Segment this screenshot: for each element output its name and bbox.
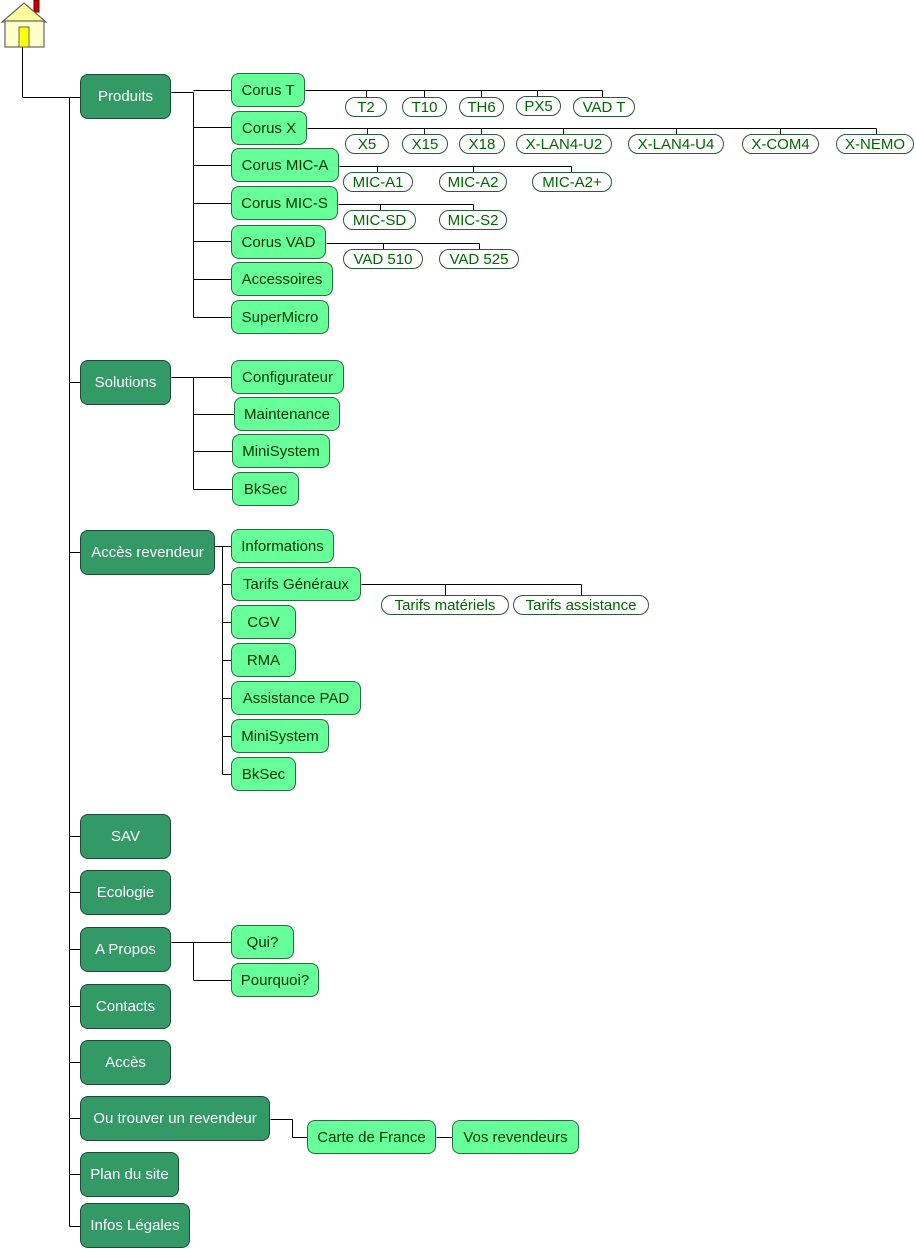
node-configurateur[interactable]: Configurateur bbox=[231, 360, 344, 394]
leaf-x-com4[interactable]: X-COM4 bbox=[742, 134, 819, 154]
leaf-x5[interactable]: X5 bbox=[345, 134, 389, 154]
node-ou-trouver-revendeur[interactable]: Ou trouver un revendeur bbox=[80, 1096, 270, 1141]
node-corus-x[interactable]: Corus X bbox=[231, 111, 307, 145]
node-ecologie[interactable]: Ecologie bbox=[80, 870, 171, 915]
leaf-x18[interactable]: X18 bbox=[459, 134, 505, 154]
leaf-mic-a2[interactable]: MIC-A2 bbox=[439, 172, 507, 192]
node-informations[interactable]: Informations bbox=[231, 529, 334, 563]
house-icon[interactable] bbox=[0, 0, 50, 50]
node-minisystem-revendeur[interactable]: MiniSystem bbox=[231, 719, 329, 753]
leaf-x-lan4-u4[interactable]: X-LAN4-U4 bbox=[628, 134, 724, 154]
node-minisystem-solutions[interactable]: MiniSystem bbox=[232, 434, 330, 468]
node-plan-du-site[interactable]: Plan du site bbox=[80, 1152, 179, 1197]
leaf-x-lan4-u2[interactable]: X-LAN4-U2 bbox=[516, 134, 612, 154]
leaf-mic-s2[interactable]: MIC-S2 bbox=[439, 210, 507, 230]
node-acces[interactable]: Accès bbox=[80, 1040, 171, 1085]
node-corus-mic-s[interactable]: Corus MIC-S bbox=[231, 186, 338, 220]
leaf-mic-a2-plus[interactable]: MIC-A2+ bbox=[532, 172, 612, 192]
leaf-x15[interactable]: X15 bbox=[402, 134, 448, 154]
leaf-mic-sd[interactable]: MIC-SD bbox=[343, 210, 416, 230]
node-bksec-revendeur[interactable]: BkSec bbox=[231, 757, 296, 791]
node-qui[interactable]: Qui? bbox=[231, 925, 294, 959]
leaf-tarifs-assistance[interactable]: Tarifs assistance bbox=[513, 595, 649, 615]
leaf-px5[interactable]: PX5 bbox=[516, 96, 561, 116]
leaf-vad-525[interactable]: VAD 525 bbox=[439, 249, 519, 269]
leaf-tarifs-materiels[interactable]: Tarifs matériels bbox=[381, 595, 509, 615]
node-corus-t[interactable]: Corus T bbox=[231, 73, 305, 107]
node-maintenance[interactable]: Maintenance bbox=[234, 397, 340, 431]
node-produits[interactable]: Produits bbox=[80, 74, 171, 119]
leaf-vad-t[interactable]: VAD T bbox=[573, 97, 635, 117]
node-tarifs-generaux[interactable]: Tarifs Généraux bbox=[231, 567, 361, 601]
node-assistance-pad[interactable]: Assistance PAD bbox=[231, 681, 361, 715]
leaf-x-nemo[interactable]: X-NEMO bbox=[836, 134, 914, 154]
leaf-t10[interactable]: T10 bbox=[402, 97, 447, 117]
leaf-t2[interactable]: T2 bbox=[345, 97, 387, 117]
node-cgv[interactable]: CGV bbox=[231, 605, 296, 639]
node-corus-mic-a[interactable]: Corus MIC-A bbox=[231, 148, 339, 182]
node-rma[interactable]: RMA bbox=[231, 643, 296, 677]
node-contacts[interactable]: Contacts bbox=[80, 984, 171, 1029]
node-a-propos[interactable]: A Propos bbox=[80, 927, 171, 972]
leaf-mic-a1[interactable]: MIC-A1 bbox=[343, 172, 413, 192]
node-bksec-solutions[interactable]: BkSec bbox=[232, 472, 299, 506]
node-corus-vad[interactable]: Corus VAD bbox=[231, 225, 326, 259]
node-solutions[interactable]: Solutions bbox=[80, 360, 171, 405]
node-infos-legales[interactable]: Infos Légales bbox=[80, 1203, 190, 1248]
node-supermicro[interactable]: SuperMicro bbox=[231, 300, 329, 334]
node-acces-revendeur[interactable]: Accès revendeur bbox=[80, 530, 215, 575]
leaf-vad-510[interactable]: VAD 510 bbox=[343, 249, 423, 269]
leaf-th6[interactable]: TH6 bbox=[459, 97, 504, 117]
node-pourquoi[interactable]: Pourquoi? bbox=[231, 963, 319, 997]
node-sav[interactable]: SAV bbox=[80, 814, 171, 859]
node-carte-de-france[interactable]: Carte de France bbox=[307, 1120, 436, 1154]
node-accessoires[interactable]: Accessoires bbox=[231, 262, 333, 296]
node-vos-revendeurs[interactable]: Vos revendeurs bbox=[452, 1120, 579, 1154]
